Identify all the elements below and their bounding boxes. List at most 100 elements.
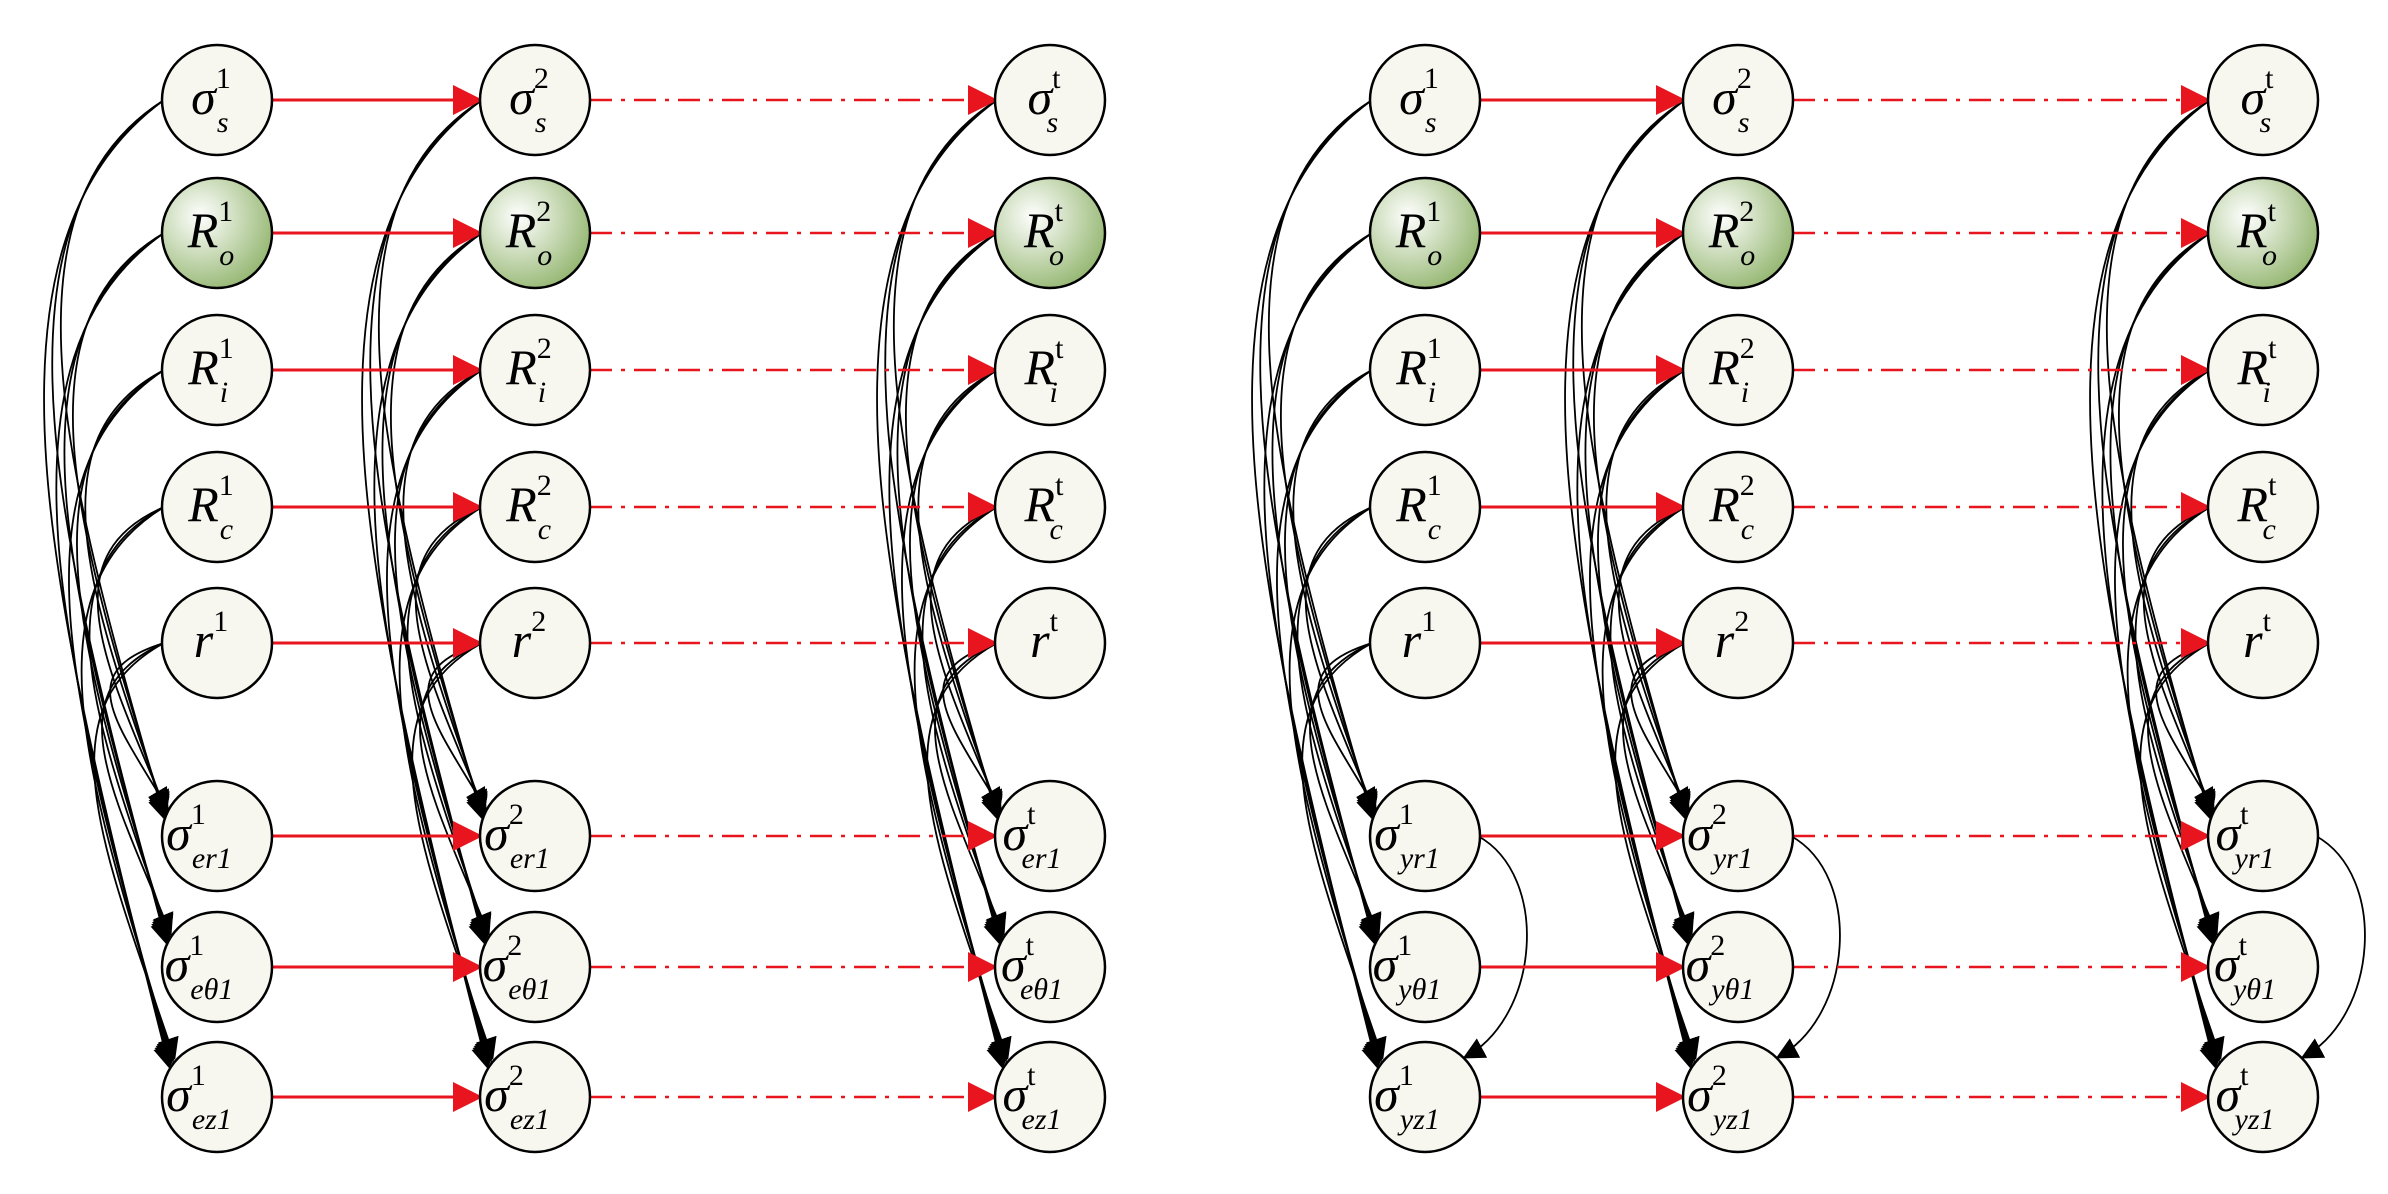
node-subscript: c bbox=[2262, 513, 2275, 546]
node-superscript: t bbox=[2240, 798, 2249, 831]
node-circle bbox=[1368, 586, 1482, 700]
dep-edge-right-2-sigma_s-to-sigma_yr1 bbox=[1581, 99, 1691, 821]
node-symbol: σ bbox=[166, 805, 193, 861]
node-symbol: σ bbox=[191, 69, 218, 125]
node-superscript: t bbox=[2268, 469, 2277, 502]
node-subscript: c bbox=[220, 513, 233, 546]
node-superscript: 1 bbox=[216, 62, 231, 95]
dep-edge-right-t-r-to-sigma_ytheta1 bbox=[2147, 642, 2220, 936]
node-symbol: r bbox=[1030, 612, 1050, 668]
node-symbol: σ bbox=[1373, 936, 1400, 992]
dep-edge-left-2-R_o-to-sigma_er1 bbox=[390, 232, 488, 818]
dep-edge-left-t-R_c-to-sigma_er1 bbox=[929, 506, 1003, 813]
node-label: r2 bbox=[512, 605, 546, 668]
node-circle bbox=[160, 910, 274, 1024]
dep-edge-right-1-r-to-sigma_yr1 bbox=[1317, 642, 1377, 811]
node-circle bbox=[1681, 910, 1795, 1024]
node-symbol: σ bbox=[1027, 69, 1054, 125]
node-subscript: yz1 bbox=[2232, 1103, 2275, 1136]
dep-edge-left-2-r-to-sigma_ez1 bbox=[411, 642, 497, 1061]
node-circle bbox=[1368, 779, 1482, 893]
dep-edge-left-t-r-to-sigma_ez1 bbox=[926, 642, 1012, 1061]
node-label: r2 bbox=[1715, 605, 1749, 668]
node-superscript: 2 bbox=[531, 605, 546, 638]
node-symbol: R bbox=[1023, 202, 1055, 258]
node-superscript: t bbox=[2239, 929, 2248, 962]
dep-edge-left-1-R_o-to-sigma_er1 bbox=[72, 232, 170, 818]
node-subscript: er1 bbox=[510, 842, 550, 875]
node-symbol: σ bbox=[1374, 805, 1401, 861]
node-circle bbox=[160, 313, 274, 427]
node-superscript: t bbox=[1055, 469, 1064, 502]
dep-edge-right-t-sigma_yr1-to-sigma_yz1 bbox=[2300, 835, 2366, 1059]
node-superscript: 2 bbox=[509, 798, 524, 831]
dep-edge-right-t-R_i-to-sigma_yr1 bbox=[2130, 369, 2216, 816]
dep-edge-left-t-R_c-to-sigma_ez1 bbox=[913, 506, 1011, 1063]
dep-edge-right-1-sigma_s-to-sigma_yr1 bbox=[1268, 99, 1378, 821]
node-subscript: yz1 bbox=[1397, 1103, 1440, 1136]
node-right-r-2: r2 bbox=[1681, 586, 1795, 700]
dep-edge-left-1-R_c-to-sigma_ez1 bbox=[80, 506, 178, 1063]
node-subscript: eθ1 bbox=[1020, 973, 1063, 1006]
node-symbol: r bbox=[1402, 612, 1422, 668]
node-subscript: ez1 bbox=[192, 1103, 232, 1136]
node-circle bbox=[1368, 450, 1482, 564]
node-subscript: o bbox=[537, 239, 552, 272]
node-symbol: r bbox=[1715, 612, 1735, 668]
dep-edge-left-1-R_i-to-sigma_etheta1 bbox=[76, 369, 173, 941]
node-circle bbox=[160, 43, 274, 157]
node-superscript: t bbox=[2268, 332, 2277, 365]
dep-edge-right-1-sigma_yr1-to-sigma_yz1 bbox=[1462, 835, 1528, 1059]
dep-edge-left-2-R_c-to-sigma_etheta1 bbox=[406, 506, 492, 938]
dep-edge-right-t-r-to-sigma_yz1 bbox=[2139, 642, 2225, 1061]
dep-edge-right-2-R_c-to-sigma_ytheta1 bbox=[1609, 506, 1695, 938]
dep-edge-left-2-R_i-to-sigma_ez1 bbox=[386, 369, 495, 1065]
node-superscript: t bbox=[1052, 62, 1061, 95]
node-subscript: s bbox=[1738, 106, 1750, 139]
dep-edge-left-t-r-to-sigma_etheta1 bbox=[934, 642, 1007, 936]
node-symbol: R bbox=[505, 339, 537, 395]
dep-edge-right-t-R_i-to-sigma_yz1 bbox=[2114, 369, 2223, 1065]
node-superscript: 1 bbox=[1399, 798, 1414, 831]
node-circle bbox=[160, 586, 274, 700]
dep-edge-right-1-R_i-to-sigma_yz1 bbox=[1276, 369, 1385, 1065]
node-circle bbox=[993, 313, 1107, 427]
node-superscript: 1 bbox=[219, 332, 234, 365]
node-subscript: yr1 bbox=[2232, 842, 2275, 875]
node-symbol: σ bbox=[166, 1066, 193, 1122]
node-subscript: eθ1 bbox=[508, 973, 551, 1006]
node-superscript: 1 bbox=[1427, 332, 1442, 365]
node-subscript: eθ1 bbox=[190, 973, 233, 1006]
node-symbol: R bbox=[1708, 476, 1740, 532]
dep-edge-right-1-R_o-to-sigma_ytheta1 bbox=[1271, 232, 1381, 943]
dep-edge-right-2-R_i-to-sigma_ytheta1 bbox=[1597, 369, 1694, 941]
